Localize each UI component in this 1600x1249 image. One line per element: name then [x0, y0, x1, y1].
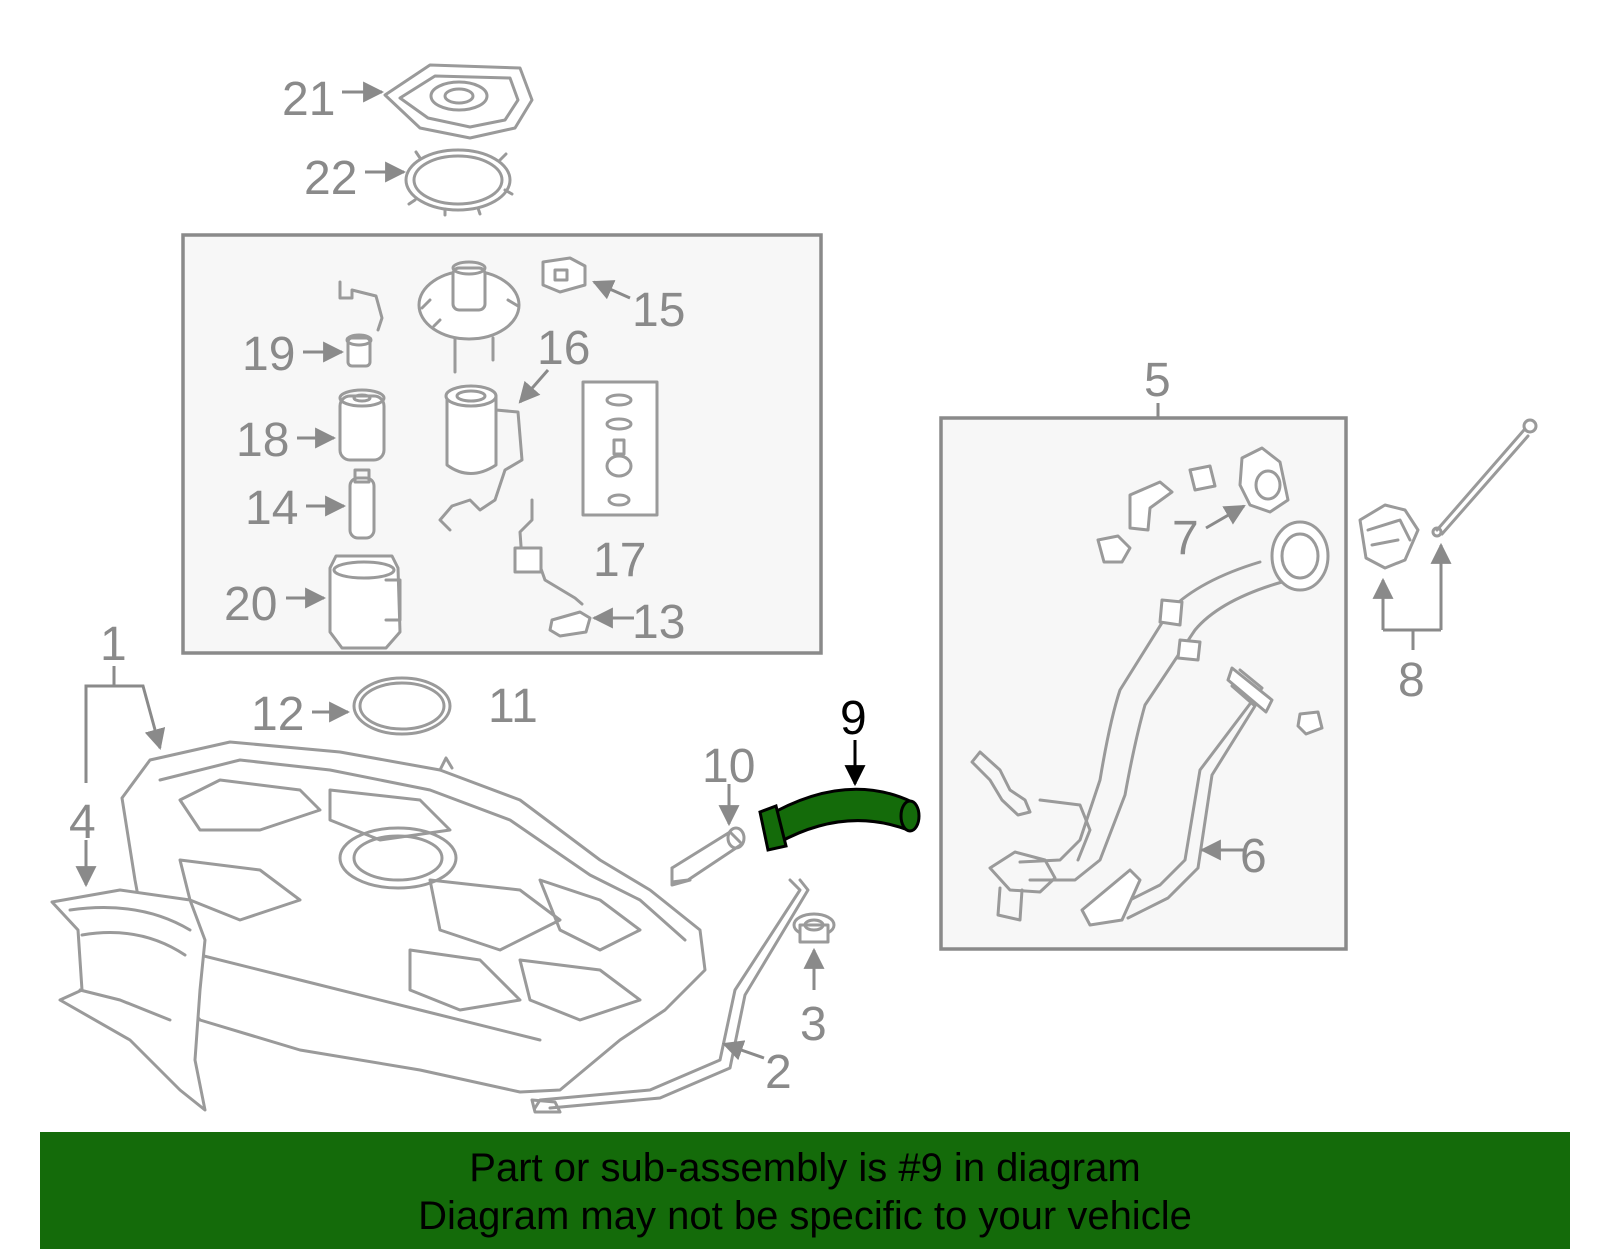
- leader-16: [518, 369, 550, 404]
- callout-22: 22: [304, 152, 357, 205]
- callout-9: 9: [840, 692, 867, 745]
- part-19-valve: [345, 333, 373, 368]
- part-20-reservoir: [328, 554, 402, 650]
- callout-12: 12: [251, 688, 304, 741]
- callout-10: 10: [702, 740, 755, 793]
- part-8-fuel-cap: [1358, 418, 1538, 570]
- part-18-filter: [338, 388, 386, 462]
- leader-15: [592, 280, 631, 300]
- part-flange: [417, 260, 521, 374]
- callout-1: 1: [100, 618, 127, 671]
- part-1-fuel-tank: [120, 740, 707, 1094]
- part-22-lock-ring: [404, 148, 514, 217]
- part-3-grommet: [792, 912, 836, 944]
- part-10-pipe: [670, 826, 746, 887]
- callout-19: 19: [242, 328, 295, 381]
- callout-14: 14: [245, 482, 298, 535]
- part-7-components: [1096, 446, 1290, 564]
- callout-5: 5: [1144, 354, 1171, 407]
- part-17-seal-kit: [581, 380, 659, 517]
- part-filler-pipe: [970, 520, 1330, 922]
- callout-16: 16: [537, 322, 590, 375]
- callout-18: 18: [236, 414, 289, 467]
- leader-2: [722, 1040, 765, 1061]
- callout-8: 8: [1398, 654, 1425, 707]
- banner-line-2: Diagram may not be specific to your vehi…: [418, 1194, 1192, 1238]
- callout-15: 15: [632, 284, 685, 337]
- part-2-strap: [530, 878, 810, 1114]
- part-9-hose-highlighted: [758, 787, 921, 852]
- part-4-heat-shield: [50, 888, 207, 1112]
- callout-6: 6: [1240, 830, 1267, 883]
- callout-11: 11: [488, 680, 538, 733]
- info-banner: Part or sub-assembly is #9 in diagram Di…: [40, 1132, 1570, 1249]
- part-hose-top: [338, 280, 384, 332]
- part-12-gasket: [352, 676, 452, 736]
- part-6-breather-pipe: [1080, 666, 1324, 927]
- part-14-pump-motor: [348, 468, 376, 540]
- banner-line-1: Part or sub-assembly is #9 in diagram: [469, 1146, 1141, 1190]
- callout-4: 4: [69, 796, 96, 849]
- callout-20: 20: [224, 578, 277, 631]
- part-16-pump-body: [438, 384, 524, 532]
- leader-7: [1205, 504, 1246, 530]
- leader-8-bracket: [1383, 628, 1441, 650]
- callout-21: 21: [282, 73, 335, 126]
- callout-17: 17: [593, 534, 646, 587]
- part-15-connector: [541, 256, 587, 294]
- part-13-level-sensor: [513, 498, 592, 638]
- callout-3: 3: [800, 998, 827, 1051]
- callout-13: 13: [632, 596, 685, 649]
- callout-7: 7: [1172, 512, 1199, 565]
- part-21-cover-plate: [383, 63, 534, 140]
- callout-2: 2: [765, 1046, 792, 1099]
